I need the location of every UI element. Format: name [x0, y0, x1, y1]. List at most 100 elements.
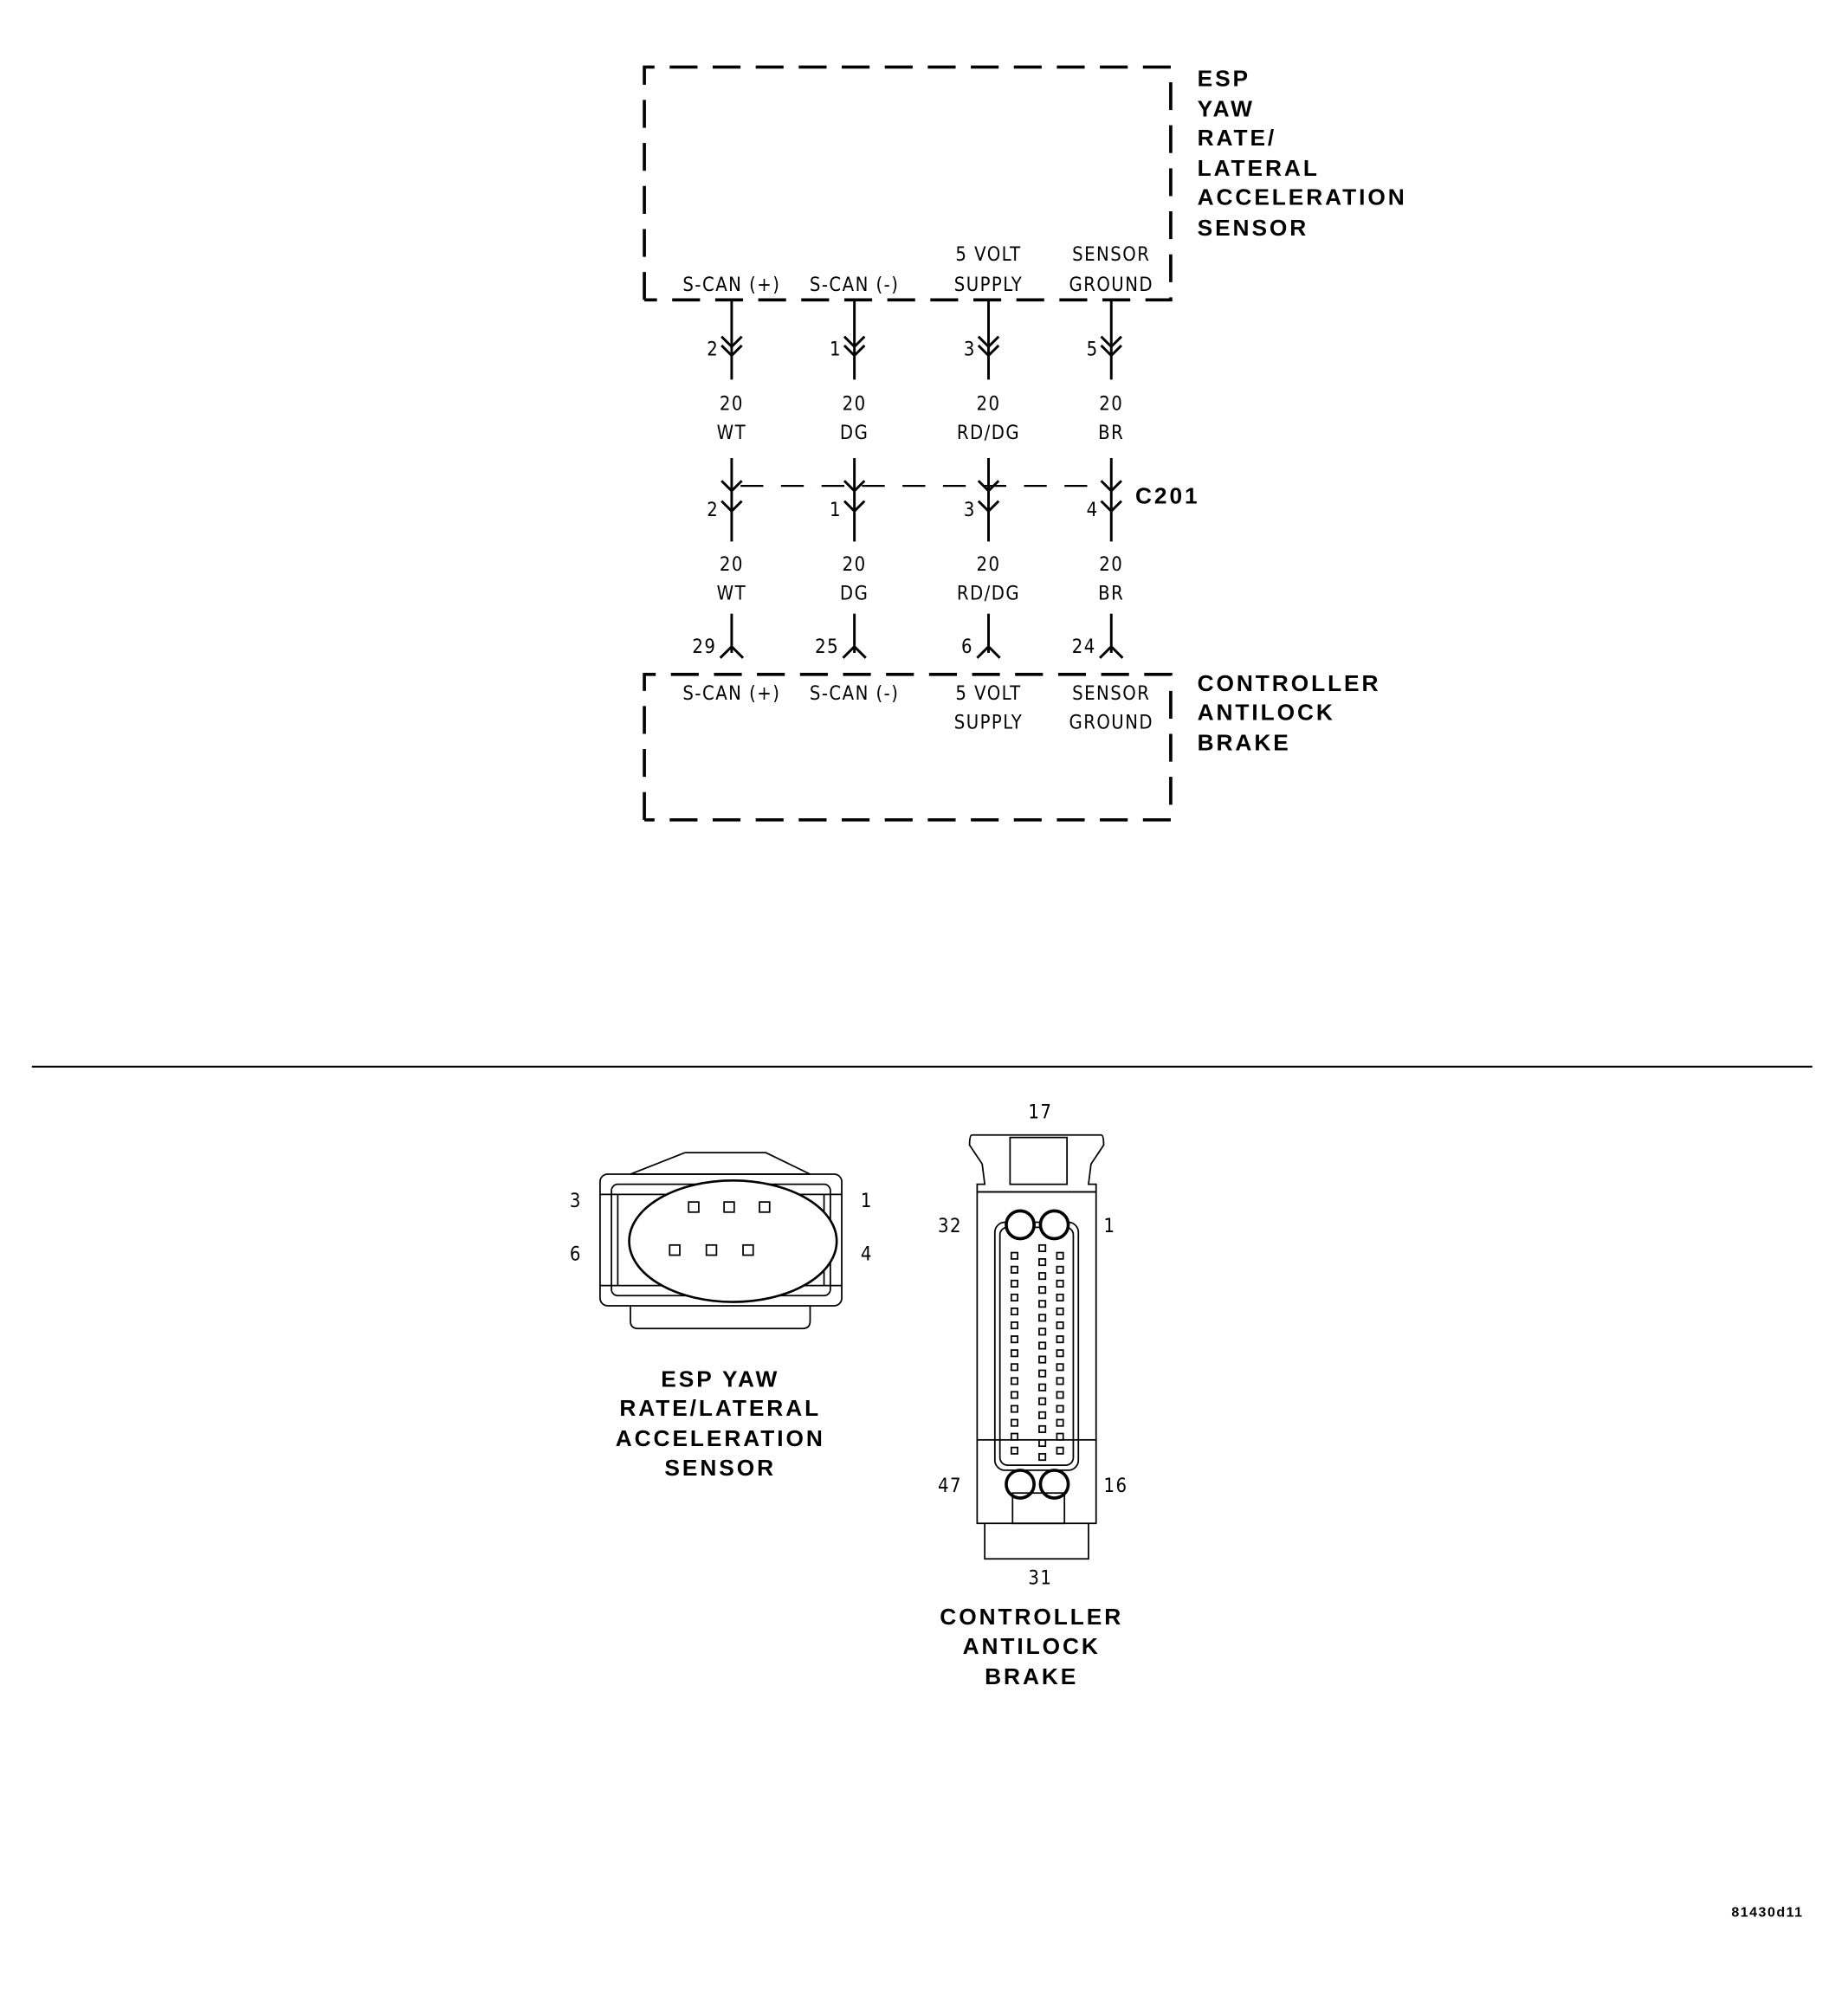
sensor-view-title-line: RATE/LATERAL: [619, 1395, 821, 1421]
pin-cavity: [1010, 1432, 1019, 1441]
circuit-label: RD/DG: [957, 423, 1020, 444]
circuit-label: 20: [977, 554, 1001, 576]
female-terminal-icon: [1099, 644, 1124, 659]
sensor-box: [643, 65, 1173, 302]
pin-cavity: [1010, 1321, 1019, 1330]
male-terminal-icon: [1100, 335, 1122, 358]
circuit-label: 20: [1099, 554, 1123, 576]
sensor-title-line: LATERAL: [1198, 155, 1320, 181]
circuit-label: S-CAN (+): [682, 683, 780, 705]
c201-label: C201: [1135, 483, 1200, 509]
female-terminal-icon: [719, 644, 745, 659]
circuit-label: DG: [840, 584, 869, 605]
pin-cavity: [1038, 1341, 1047, 1350]
controller-pin-label: 17: [1028, 1102, 1052, 1124]
pin-cavity: [1056, 1418, 1064, 1427]
pin-cavity: [1038, 1314, 1047, 1322]
circuit-label: DG: [840, 423, 869, 444]
pin-cavity: [1010, 1265, 1019, 1274]
circuit-label: 6: [961, 636, 973, 658]
pin-cavity: [1056, 1432, 1064, 1441]
controller-pin-label: 31: [1028, 1567, 1052, 1589]
circuit-label: S-CAN (-): [810, 683, 900, 705]
pin-cavity: [1056, 1335, 1064, 1344]
pin-cavity: [1038, 1327, 1047, 1336]
circuit-label: SUPPLY: [954, 274, 1024, 296]
circuit-label: SENSOR: [1072, 244, 1150, 266]
controller-view-title-line: BRAKE: [985, 1663, 1078, 1689]
controller-title-line: ANTILOCK: [1198, 699, 1335, 725]
controller-title: CONTROLLER ANTILOCK BRAKE: [1198, 670, 1381, 756]
sensor-title-line: ESP: [1198, 65, 1250, 91]
circuit-label: 4: [1087, 500, 1099, 521]
pin-cavity: [742, 1243, 754, 1256]
controller-box: [643, 672, 1173, 822]
male-terminal-icon: [720, 335, 743, 358]
pin-cavity: [1010, 1251, 1019, 1260]
controller-title-line: CONTROLLER: [1198, 670, 1381, 696]
sensor-pin-label: 3: [570, 1191, 582, 1212]
controller-pin-label: 32: [938, 1216, 962, 1237]
pin-cavity: [1010, 1335, 1019, 1344]
circuit-label: 24: [1072, 636, 1096, 658]
circuit-label: S-CAN (-): [810, 274, 900, 296]
sensor-pin-label: 6: [570, 1243, 582, 1265]
circuit-label: 3: [964, 500, 976, 521]
controller-connector-face: [968, 1133, 1105, 1560]
circuit-label: S-CAN (+): [682, 274, 780, 296]
sensor-view-title-line: ACCELERATION: [616, 1425, 825, 1451]
pin-cavity: [1038, 1243, 1047, 1252]
circuit-label: 1: [830, 339, 842, 361]
sensor-pin-label: 4: [861, 1243, 873, 1265]
pin-cavity: [1010, 1418, 1019, 1427]
pin-cavity: [1038, 1286, 1047, 1295]
c201-terminal-icon: [720, 480, 743, 513]
female-terminal-icon: [976, 644, 1001, 659]
sensor-title-line: ACCELERATION: [1198, 184, 1407, 210]
pin-cavity: [1056, 1321, 1064, 1330]
circuit-label: 5 VOLT: [955, 244, 1021, 266]
pin-cavity: [1038, 1424, 1047, 1433]
pin-cavity: [1038, 1355, 1047, 1364]
circuit-label: 20: [720, 393, 744, 415]
pin-cavity: [1010, 1349, 1019, 1358]
figure-id: 81430d11: [1731, 1905, 1803, 1921]
pin-cavity: [1038, 1272, 1047, 1281]
pin-cavity: [1056, 1349, 1064, 1358]
pin-cavity: [1038, 1300, 1047, 1308]
circuit-label: WT: [717, 584, 746, 605]
pin-cavity: [759, 1201, 771, 1213]
male-terminal-icon: [977, 335, 1000, 358]
circuit-label: BR: [1098, 584, 1124, 605]
controller-title-line: BRAKE: [1198, 729, 1291, 755]
circuit-label: 2: [707, 500, 719, 521]
pin-cavity: [723, 1201, 735, 1213]
circuit-label: WT: [717, 423, 746, 444]
pin-cavity: [1010, 1293, 1019, 1301]
circuit-label: RD/DG: [957, 584, 1020, 605]
pin-cavity: [1010, 1307, 1019, 1316]
sensor-view-title-line: SENSOR: [664, 1455, 776, 1481]
pin-cavity: [1056, 1251, 1064, 1260]
pin-cavity: [1038, 1453, 1047, 1462]
circuit-label: BR: [1098, 423, 1124, 444]
sensor-title: ESP YAW RATE/ LATERAL ACCELERATION SENSO…: [1198, 65, 1407, 241]
circuit-label: 25: [815, 636, 839, 658]
pin-cavity: [1056, 1293, 1064, 1301]
c201-terminal-icon: [1100, 480, 1122, 513]
pin-cavity: [1010, 1391, 1019, 1399]
pin-cavity: [1056, 1363, 1064, 1372]
controller-pin-label: 1: [1103, 1216, 1115, 1237]
sensor-title-line: RATE/: [1198, 125, 1277, 151]
pin-cavity: [1056, 1307, 1064, 1316]
circuit-label: 29: [692, 636, 716, 658]
sensor-title-line: SENSOR: [1198, 215, 1309, 241]
pin-cavity: [705, 1243, 718, 1256]
female-terminal-icon: [842, 644, 867, 659]
pin-cavity: [669, 1243, 681, 1256]
circuit-label: 3: [964, 339, 976, 361]
